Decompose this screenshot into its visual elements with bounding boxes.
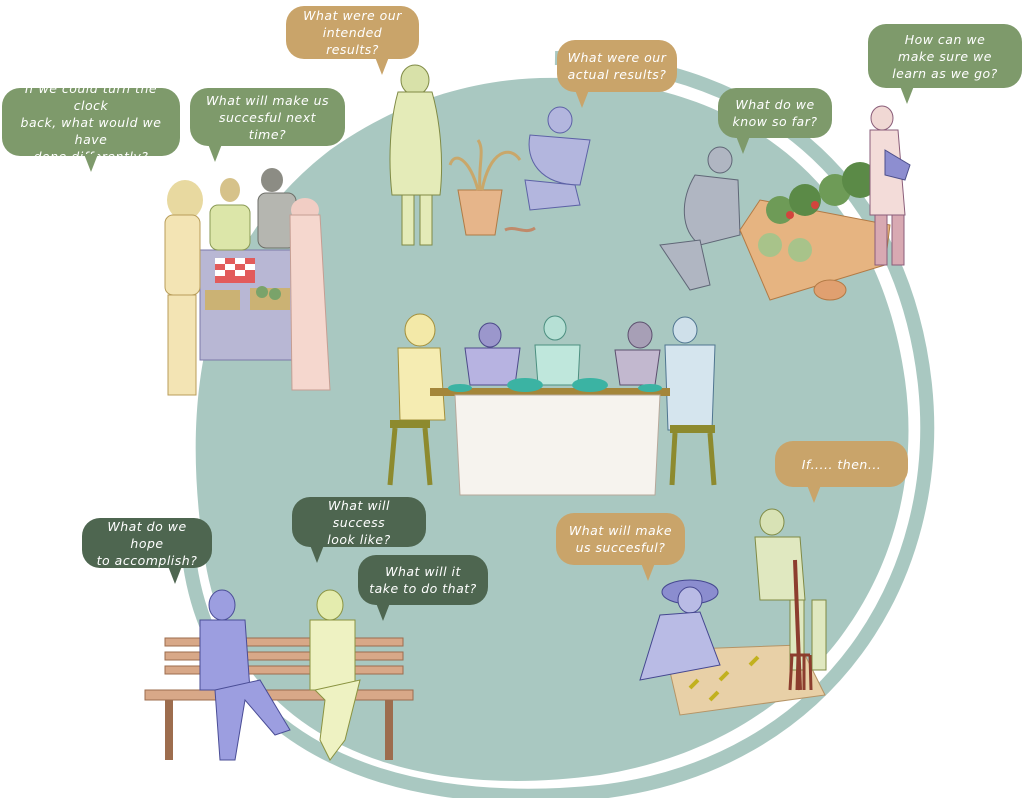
bubble-make-successful: What will make us succesful? <box>556 513 685 581</box>
bubble-hope-accomplish: What do we hope to accomplish? <box>82 518 212 584</box>
man-digging-with-fork <box>754 508 827 691</box>
market-stall-group <box>164 168 331 396</box>
bubble-success-look: What will success look like? <box>292 497 426 563</box>
bubble-successful-next: What will make us succesful next time? <box>190 88 345 162</box>
bubble-intended-results: What were our intended results? <box>286 6 419 75</box>
bubble-turn-clock: If we could turn the clock back, what wo… <box>2 81 180 172</box>
woman-planting-seedlings <box>639 579 826 716</box>
women-on-bench <box>144 589 414 761</box>
bubble-actual-results: What were our actual results? <box>557 40 677 108</box>
bubble-if-then: If..... then... <box>775 441 908 503</box>
man-kneeling-at-garden-bed <box>659 146 891 301</box>
woman-with-wilted-plant <box>389 64 522 246</box>
bubble-take-to-do: What will it take to do that? <box>358 555 488 621</box>
people-dining-at-table <box>387 313 717 496</box>
bubble-learn-as-we-go: How can we make sure we learn as we go? <box>868 24 1022 104</box>
person-watering-plants <box>869 105 911 266</box>
man-crouching-by-worm <box>504 106 591 233</box>
bubble-know-so-far: What do we know so far? <box>718 88 832 154</box>
